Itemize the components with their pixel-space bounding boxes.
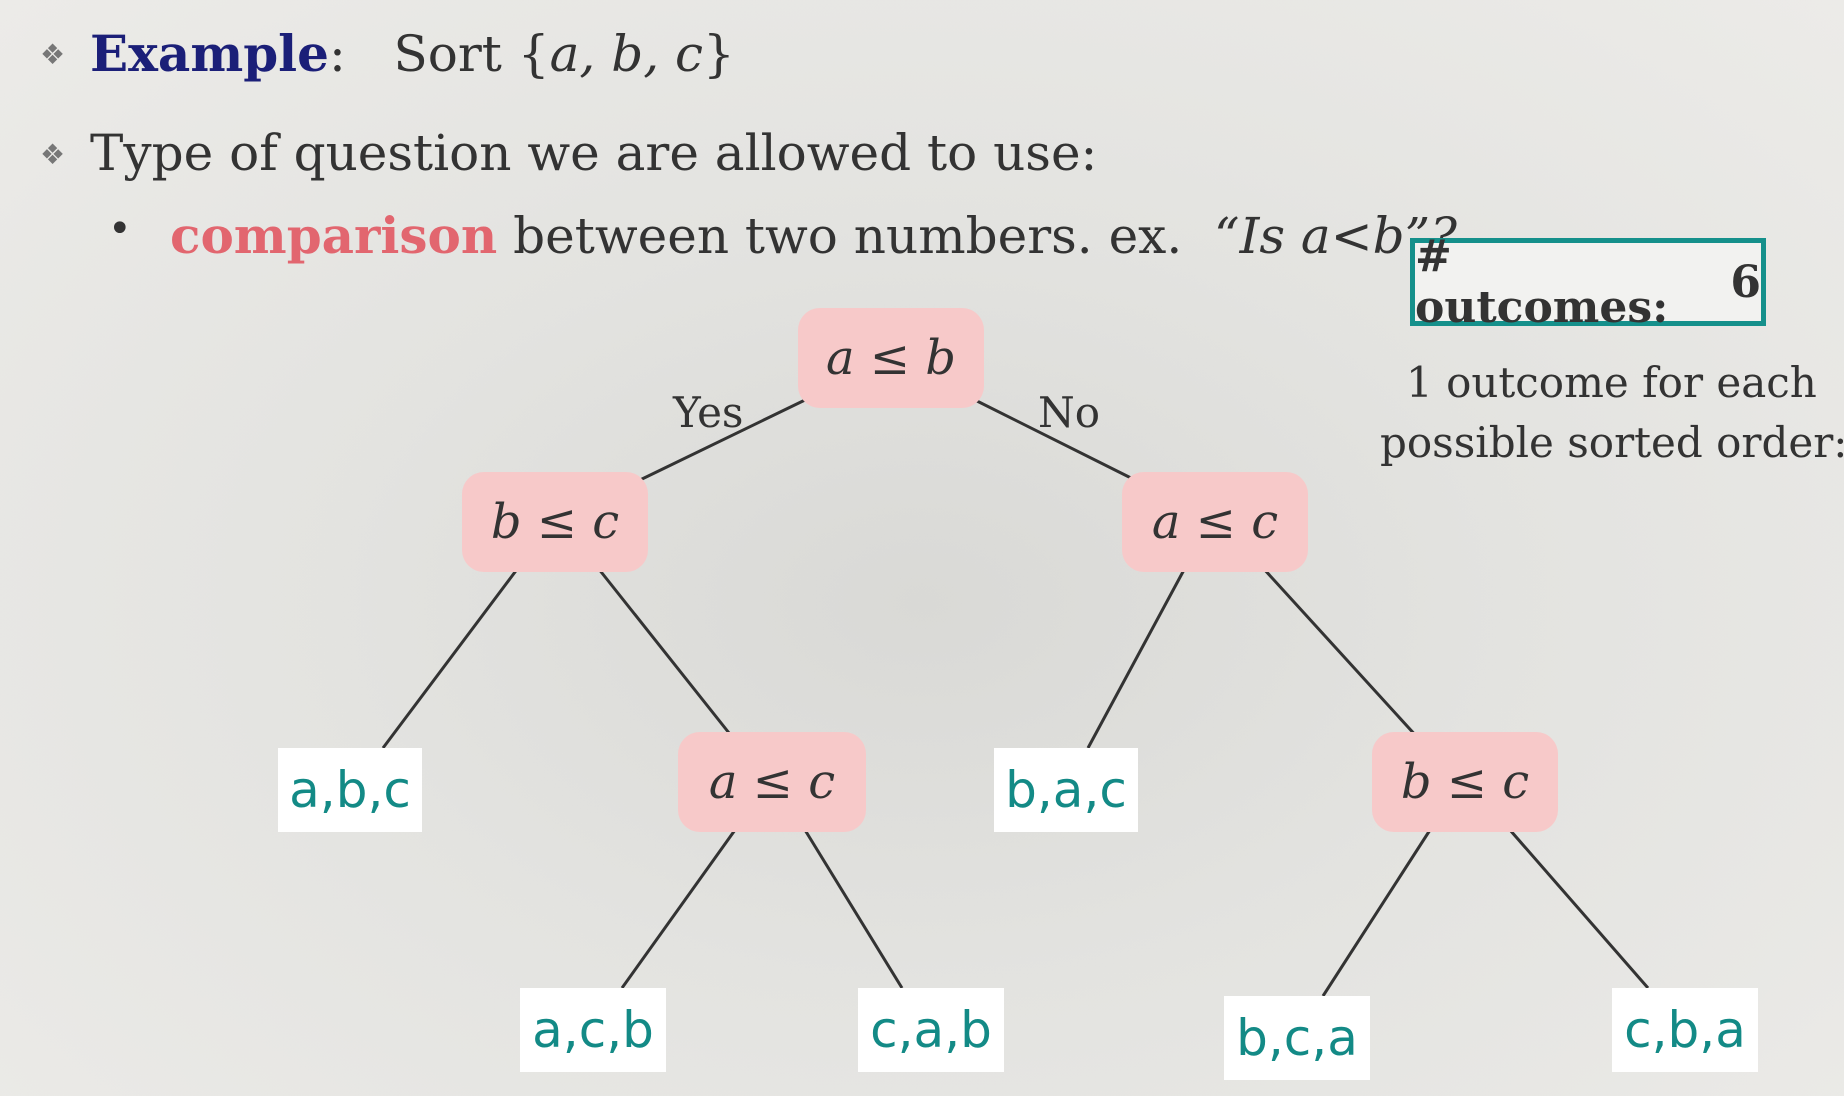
leaf-abc: a,b,c <box>278 748 422 832</box>
node-right: a ≤ c <box>1122 472 1308 572</box>
edge-left-right <box>596 567 735 739</box>
leaf-bac: b,a,c <box>994 748 1138 832</box>
example-line: Example: Sort {a, b, c} <box>90 24 735 83</box>
comparison-keyword: comparison <box>170 206 498 265</box>
edge-rr-right <box>1508 829 1650 989</box>
bullet-diamond-icon: ❖ <box>40 138 66 171</box>
edge-label-no: No <box>1038 388 1101 437</box>
leaf-cba: c,b,a <box>1612 988 1758 1072</box>
edge-label-yes: Yes <box>673 388 744 437</box>
leaf-bca: b,c,a <box>1224 996 1370 1080</box>
edge-lr-left <box>620 829 737 989</box>
example-text-suffix: } <box>703 25 735 83</box>
edge-lr-right <box>803 829 904 989</box>
leaf-acb: a,c,b <box>520 988 666 1072</box>
bullet-diamond-icon: ❖ <box>40 38 66 71</box>
outcomes-caption-line1: 1 outcome for each <box>1406 358 1817 407</box>
comparison-line: comparison between two numbers. ex. “Is … <box>170 206 1457 265</box>
example-colon: : <box>329 25 346 83</box>
edge-left-leaf <box>381 567 520 749</box>
outcomes-caption-line2: possible sorted order: <box>1380 418 1844 467</box>
node-root: a ≤ b <box>798 308 984 408</box>
edge-right-right <box>1261 566 1420 740</box>
outcomes-box: # outcomes: 6 <box>1410 231 1766 333</box>
comparison-text: between two numbers. ex. <box>513 207 1183 265</box>
example-text-prefix: Sort { <box>393 25 550 83</box>
node-right-right: b ≤ c <box>1372 732 1558 832</box>
example-label: Example <box>90 24 329 83</box>
edge-root-left <box>639 398 806 482</box>
sub-bullet-dot-icon: • <box>108 206 132 252</box>
example-set: a, b, c <box>549 25 704 83</box>
question-type-line: Type of question we are allowed to use: <box>90 124 1098 182</box>
leaf-cab: c,a,b <box>858 988 1004 1072</box>
node-left: b ≤ c <box>462 472 648 572</box>
edge-rr-left <box>1321 829 1432 997</box>
outcomes-count: 6 <box>1730 256 1761 308</box>
edge-root-right <box>974 398 1136 482</box>
edge-right-leaf <box>1086 567 1187 749</box>
node-left-right: a ≤ c <box>678 732 866 832</box>
outcomes-label: # outcomes: <box>1415 231 1669 333</box>
